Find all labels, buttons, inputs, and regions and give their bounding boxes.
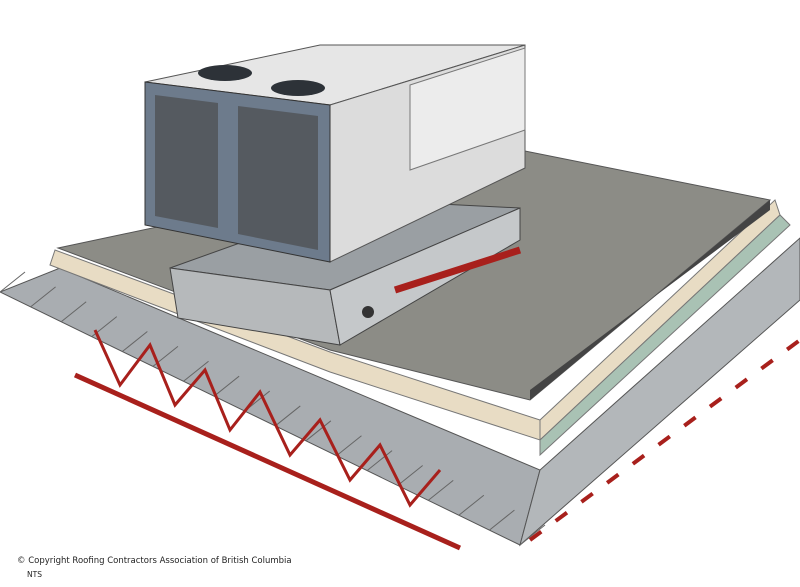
deck-flute [305,420,332,442]
scale-note: NTS [27,570,42,579]
deck-flute [30,286,56,308]
parapet-edge [530,200,770,400]
deck-flute [427,479,454,501]
deck-flute [183,360,209,382]
drain-icon [362,306,374,318]
deck-flute [489,509,515,531]
deck-flute [274,405,301,427]
fan-icon [271,80,325,96]
copyright-caption: © Copyright Roofing Contractors Associat… [17,556,292,566]
deck-flute [519,524,546,546]
fan-icon [198,65,252,81]
insulation-layers [49,199,791,457]
deck-flutes [0,271,546,546]
steel-deck [0,237,800,547]
deck-flute [0,271,26,293]
deck-flute [60,301,87,323]
deck-flute [366,450,393,471]
deck-flute [122,331,148,352]
deck-flute [336,435,362,457]
deck-flute [458,494,485,516]
deck-flute [397,465,423,486]
rooftop-hvac-unit [144,44,526,263]
deck-flute [213,375,240,397]
